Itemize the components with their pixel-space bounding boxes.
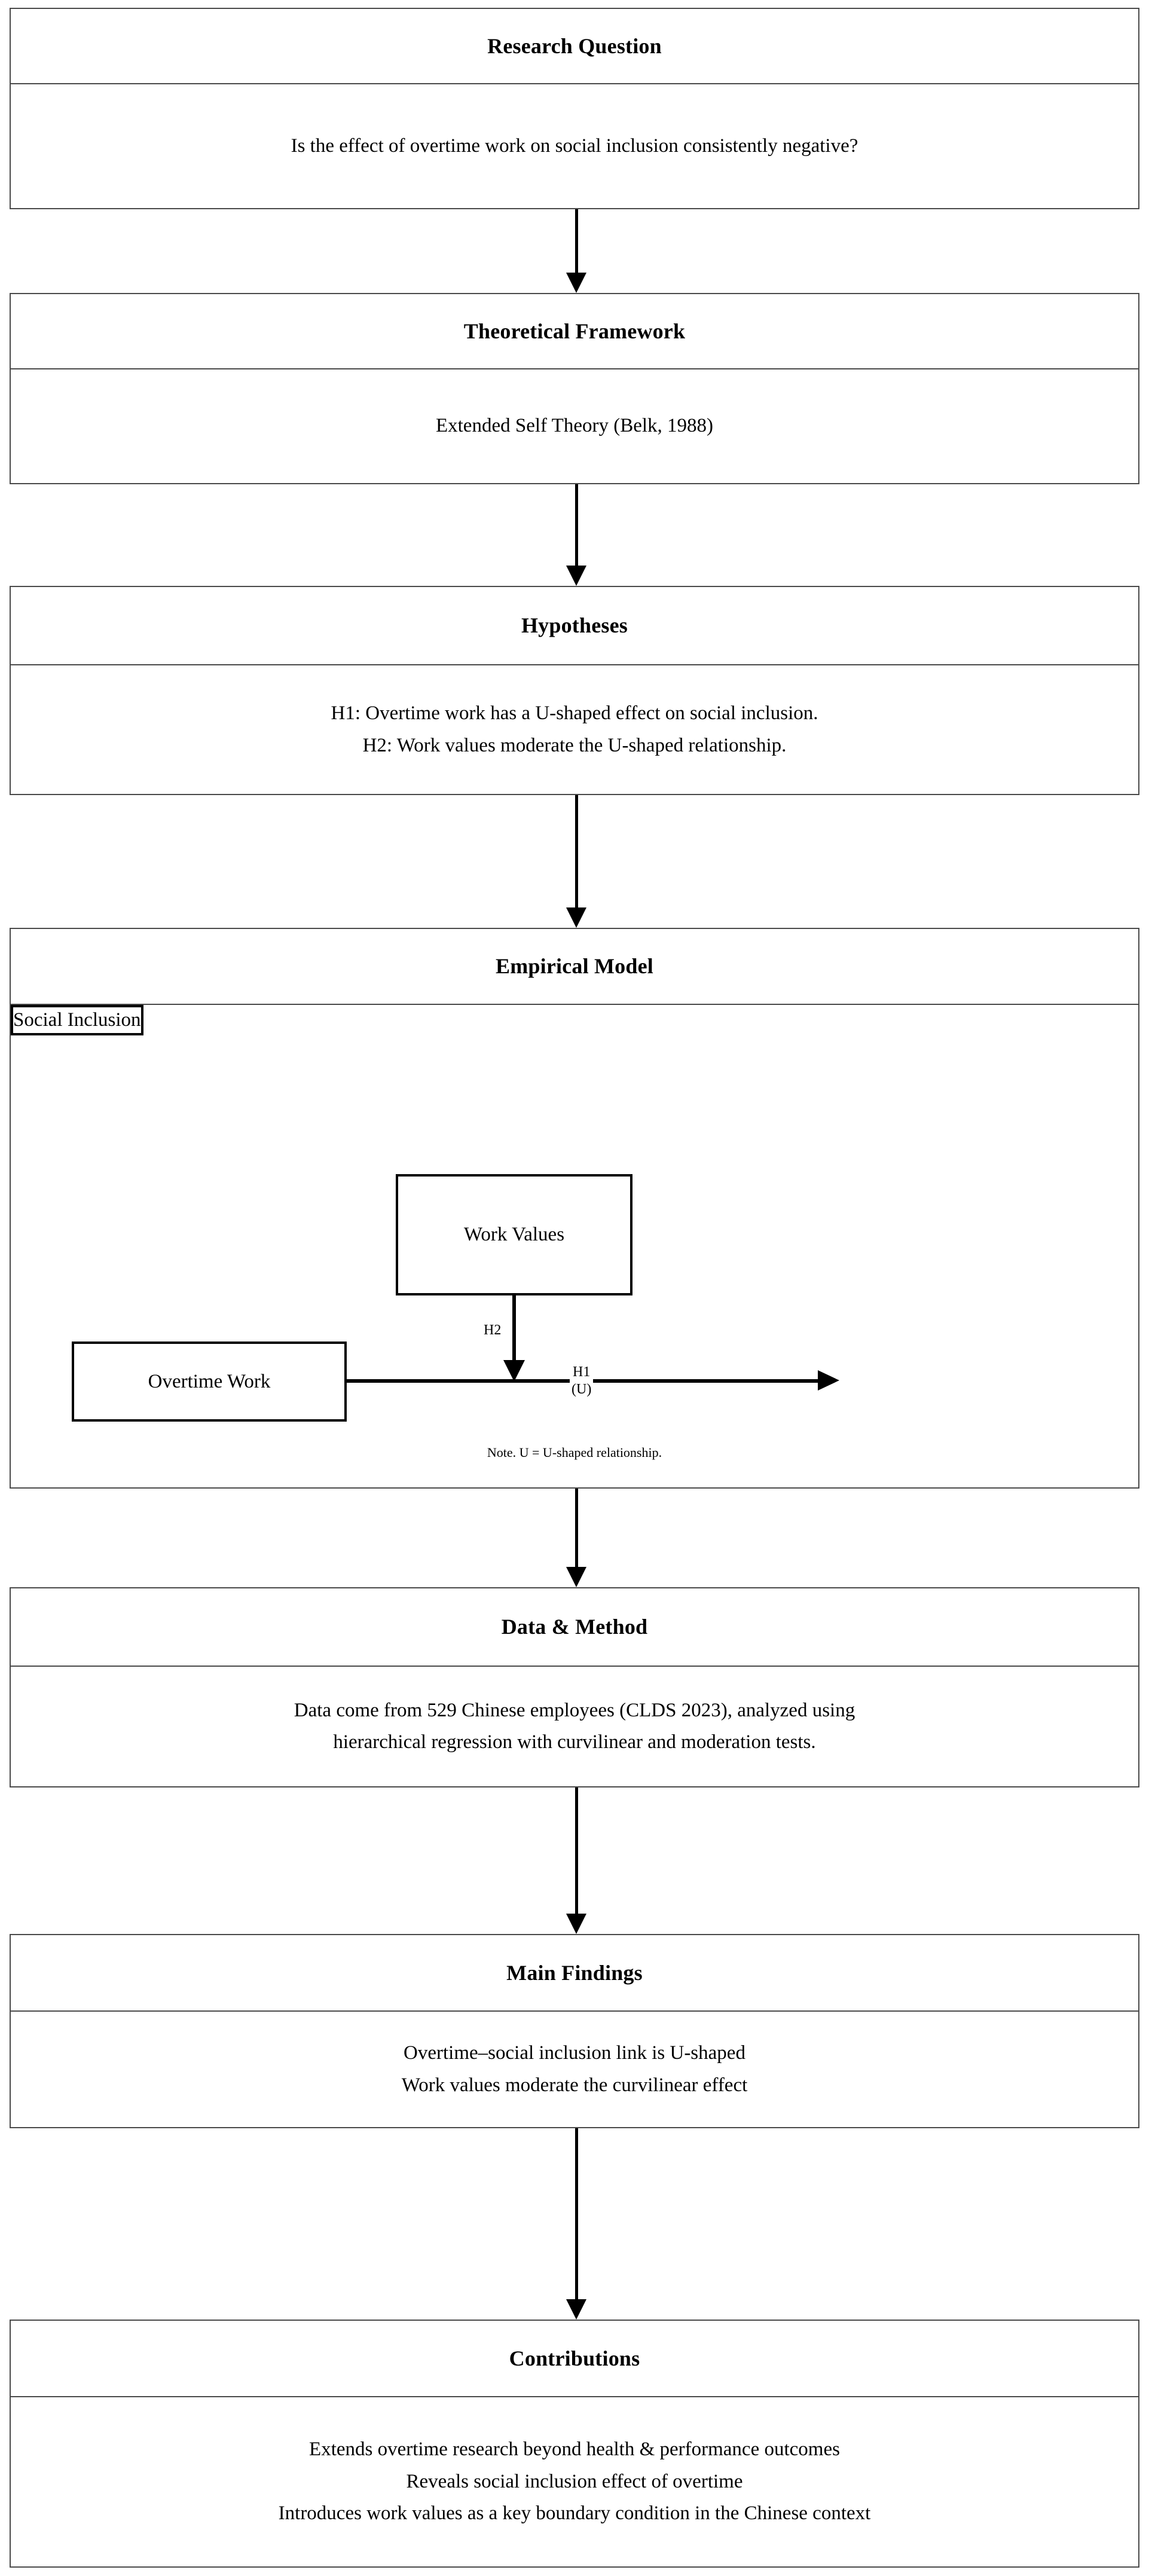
arrow-shaft — [575, 1489, 578, 1567]
stage-box-hypotheses: Hypotheses H1: Overtime work has a U-sha… — [10, 586, 1139, 795]
arrow-head-icon — [566, 1567, 586, 1587]
stage-header-hypotheses: Hypotheses — [11, 587, 1138, 665]
stage-header-main-findings: Main Findings — [11, 1935, 1138, 2012]
arrow-shaft — [575, 1787, 578, 1914]
stage-box-empirical-model: Empirical Model Work Values Overtime Wor… — [10, 928, 1139, 1489]
connector-arrow-6 — [566, 2128, 586, 2320]
model-edge-h1-arrow-head-icon — [818, 1370, 839, 1391]
connector-arrow-5 — [566, 1787, 586, 1934]
stage-box-data-method: Data & Method Data come from 529 Chinese… — [10, 1587, 1139, 1787]
arrow-shaft — [575, 795, 578, 907]
arrow-head-icon — [566, 566, 586, 586]
arrow-shaft — [575, 484, 578, 566]
stage-title: Theoretical Framework — [463, 319, 686, 343]
arrow-head-icon — [566, 273, 586, 293]
model-node-work-values: Work Values — [396, 1174, 632, 1295]
model-node-social-inclusion: Social Inclusion — [11, 1005, 143, 1035]
stage-title: Data & Method — [501, 1615, 648, 1639]
stage-body-theoretical-framework: Extended Self Theory (Belk, 1988) — [11, 369, 1138, 483]
model-node-label: Social Inclusion — [13, 1009, 141, 1031]
stage-title: Main Findings — [506, 1960, 643, 1985]
stage-header-contributions: Contributions — [11, 2321, 1138, 2397]
arrow-shaft — [575, 209, 578, 273]
model-node-overtime-work: Overtime Work — [72, 1342, 347, 1422]
model-node-label: Work Values — [463, 1224, 565, 1246]
stage-body-empirical-model: Work Values Overtime Work Social Inclusi… — [11, 1005, 1138, 1487]
stage-body-main-findings: Overtime–social inclusion link is U-shap… — [11, 2012, 1138, 2127]
connector-arrow-2 — [566, 484, 586, 586]
stage-title: Contributions — [509, 2346, 640, 2370]
stage-box-main-findings: Main Findings Overtime–social inclusion … — [10, 1934, 1139, 2128]
model-edge-label-h1: H1 (U) — [570, 1364, 594, 1399]
stage-box-research-question: Research Question Is the effect of overt… — [10, 8, 1139, 209]
connector-arrow-1 — [566, 209, 586, 293]
stage-header-theoretical-framework: Theoretical Framework — [11, 294, 1138, 369]
arrow-head-icon — [566, 1914, 586, 1934]
model-edge-label-h1-shape: (U) — [572, 1382, 592, 1398]
stage-body-text: Overtime–social inclusion link is U-shap… — [401, 2042, 748, 2096]
stage-box-contributions: Contributions Extends overtime research … — [10, 2320, 1139, 2568]
stage-title: Hypotheses — [521, 613, 628, 637]
stage-title: Research Question — [487, 33, 662, 58]
connector-arrow-3 — [566, 795, 586, 928]
stage-body-text: Extended Self Theory (Belk, 1988) — [435, 415, 714, 437]
stage-header-empirical-model: Empirical Model — [11, 929, 1138, 1005]
stage-header-research-question: Research Question — [11, 9, 1138, 84]
arrow-head-icon — [566, 2299, 586, 2320]
model-edge-label-h1-text: H1 — [572, 1364, 591, 1380]
arrow-shaft — [575, 2128, 578, 2299]
stage-body-text: H1: Overtime work has a U-shaped effect … — [331, 702, 818, 756]
model-note: Note. U = U-shaped relationship. — [487, 1445, 662, 1460]
stage-body-data-method: Data come from 529 Chinese employees (CL… — [11, 1667, 1138, 1786]
stage-title: Empirical Model — [496, 954, 653, 978]
stage-body-text: Is the effect of overtime work on social… — [291, 135, 858, 157]
model-edge-h2-shaft — [512, 1295, 516, 1362]
stage-body-text: Extends overtime research beyond health … — [278, 2439, 871, 2525]
model-edge-h2-arrow-head-icon — [503, 1360, 525, 1382]
model-edge-label-h2: H2 — [482, 1322, 503, 1340]
empirical-model-diagram: Work Values Overtime Work Social Inclusi… — [11, 1005, 1138, 1486]
model-node-label: Overtime Work — [148, 1370, 271, 1392]
stage-box-theoretical-framework: Theoretical Framework Extended Self Theo… — [10, 293, 1139, 484]
stage-header-data-method: Data & Method — [11, 1588, 1138, 1667]
stage-body-contributions: Extends overtime research beyond health … — [11, 2397, 1138, 2566]
stage-body-text: Data come from 529 Chinese employees (CL… — [294, 1699, 855, 1753]
stage-body-research-question: Is the effect of overtime work on social… — [11, 84, 1138, 208]
connector-arrow-4 — [566, 1489, 586, 1587]
arrow-head-icon — [566, 907, 586, 928]
stage-body-hypotheses: H1: Overtime work has a U-shaped effect … — [11, 665, 1138, 794]
